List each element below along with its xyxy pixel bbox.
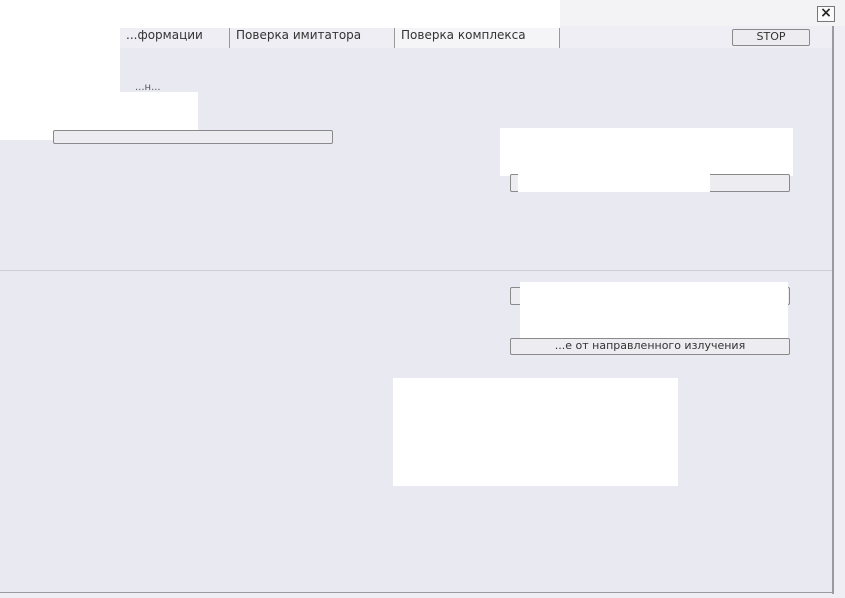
blank-field-mid-right xyxy=(520,282,788,338)
right-border xyxy=(832,26,834,594)
divider xyxy=(0,270,832,271)
tab-simulator-verification[interactable]: Поверка имитатора xyxy=(230,28,395,48)
directed-radiation-button[interactable]: ...е от направленного излучения xyxy=(510,338,790,355)
stop-button[interactable]: STOP xyxy=(732,29,810,46)
title-bar xyxy=(560,0,845,26)
blank-field-top-right xyxy=(500,128,793,176)
tab-information[interactable]: ...формации xyxy=(120,28,230,48)
close-button[interactable]: × xyxy=(817,6,835,22)
main-content-area xyxy=(0,140,832,592)
tab-complex-verification[interactable]: Поверка комплекса xyxy=(395,28,560,48)
blank-top-strip xyxy=(0,0,560,28)
section-label: ...н... xyxy=(135,82,161,93)
bottom-border xyxy=(0,592,832,593)
tab-content-area xyxy=(120,48,832,142)
blank-button-cover xyxy=(518,170,710,192)
left-action-button[interactable] xyxy=(53,130,333,144)
blank-output-area xyxy=(393,378,678,486)
